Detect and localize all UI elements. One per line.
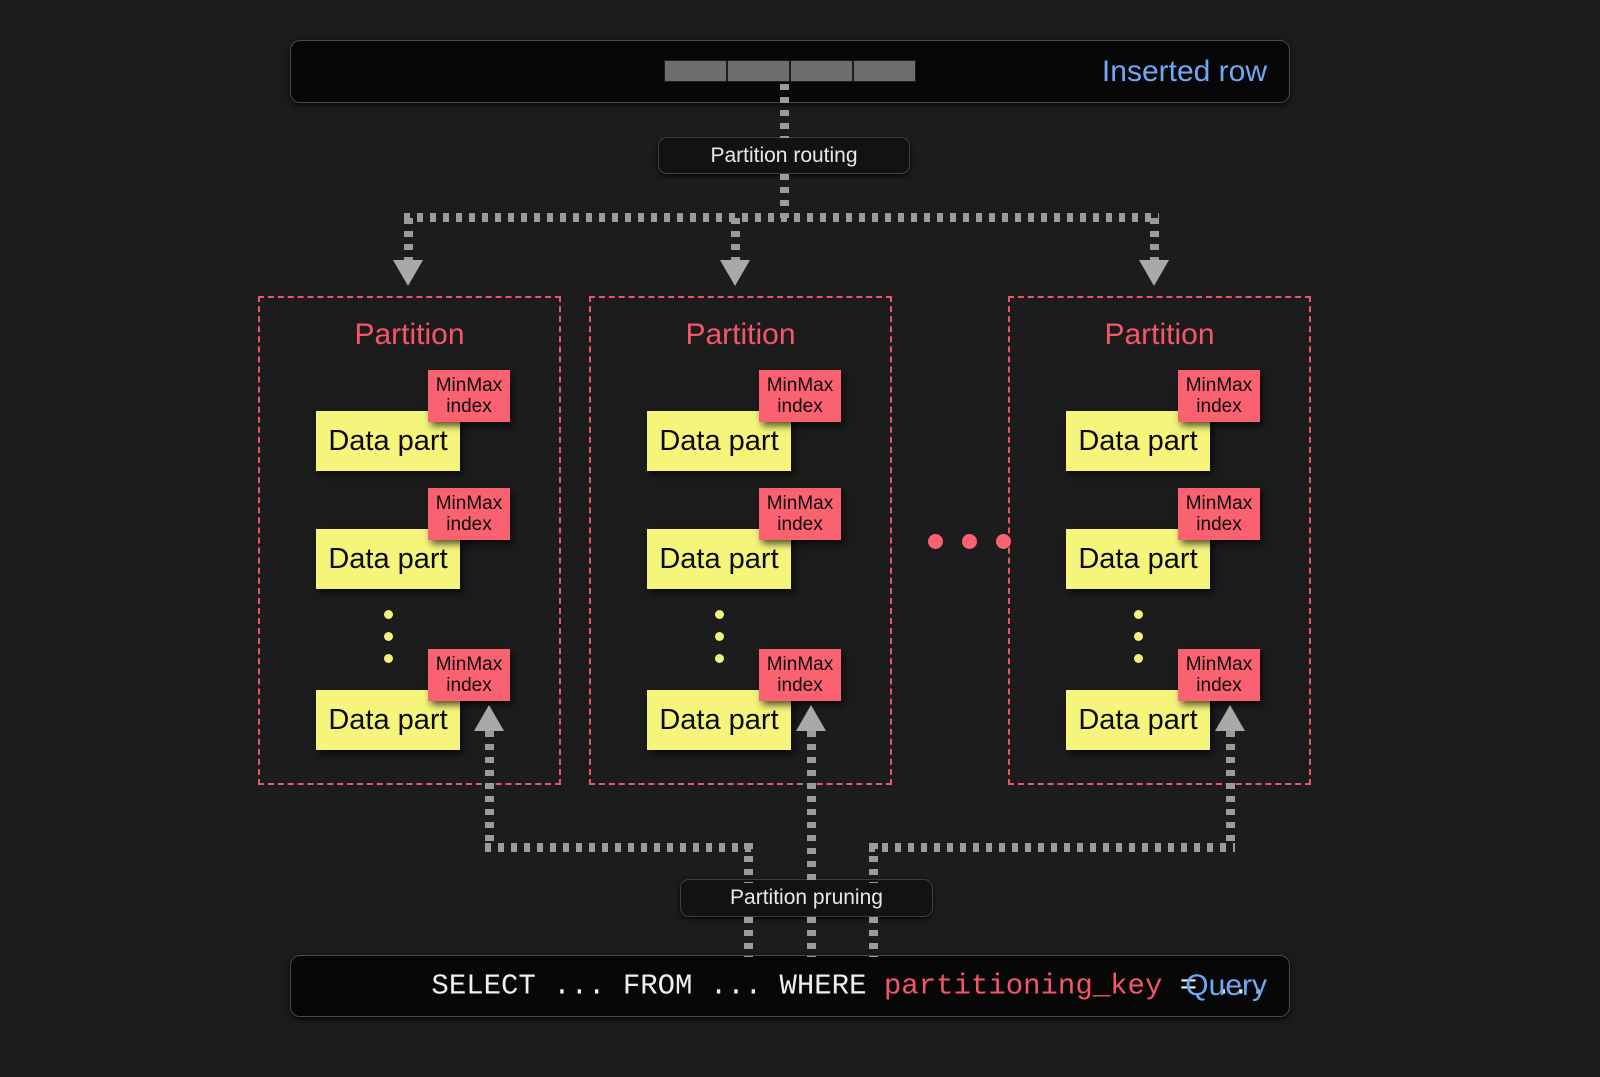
partitions-ellipsis xyxy=(928,534,1030,549)
connector-bus-to-partition-2 xyxy=(731,218,740,264)
minmax-line-2: index xyxy=(777,396,823,417)
arrow-from-partition-1 xyxy=(474,705,504,731)
minmax-line-2: index xyxy=(446,675,492,696)
arrow-into-partition-3 xyxy=(1139,260,1169,286)
connector-partition-1-up xyxy=(485,731,494,847)
query-sql-text: SELECT ... FROM ... WHERE partitioning_k… xyxy=(327,937,1267,1036)
query-partitioning-key: partitioning_key xyxy=(883,969,1163,1003)
minmax-line-2: index xyxy=(1196,396,1242,417)
partition-3: Partition MinMax index Data part MinMax … xyxy=(1008,296,1311,785)
connector-partition-3-up xyxy=(1226,731,1235,847)
minmax-line-2: index xyxy=(446,514,492,535)
query-code-prefix: SELECT ... FROM ... WHERE xyxy=(431,969,884,1003)
inserted-row-cell xyxy=(664,60,727,82)
arrow-from-partition-2 xyxy=(796,705,826,731)
partition-2-part-2-minmax-index: MinMax index xyxy=(759,488,841,540)
partition-3-part-3-datapart: Data part xyxy=(1066,690,1210,750)
partition-1-part-2-minmax-index: MinMax index xyxy=(428,488,510,540)
query-label: Query xyxy=(1185,969,1267,1002)
connector-partition-2-to-pruning xyxy=(807,731,816,883)
partition-3-title: Partition xyxy=(1104,318,1215,351)
connector-partition-3-to-pruning xyxy=(869,843,1235,852)
inserted-row-cell xyxy=(853,60,916,82)
partition-1-title: Partition xyxy=(354,318,465,351)
minmax-line-1: MinMax xyxy=(766,492,834,514)
partition-1: Partition MinMax index Data part MinMax … xyxy=(258,296,561,785)
arrow-into-partition-2 xyxy=(720,260,750,286)
minmax-line-2: index xyxy=(1196,675,1242,696)
partition-pruning-label: Partition pruning xyxy=(730,886,883,909)
partition-1-part-1-minmax-index: MinMax index xyxy=(428,370,510,422)
minmax-line-1: MinMax xyxy=(1185,492,1253,514)
inserted-row-panel: Inserted row xyxy=(290,40,1290,103)
inserted-row-cell xyxy=(790,60,853,82)
partition-2-part-1-minmax-index: MinMax index xyxy=(759,370,841,422)
minmax-line-1: MinMax xyxy=(1185,374,1253,396)
connector-pruning-to-query-2 xyxy=(807,917,816,957)
minmax-line-2: index xyxy=(1196,514,1242,535)
minmax-line-1: MinMax xyxy=(766,653,834,675)
partition-routing-box: Partition routing xyxy=(658,137,910,174)
connector-pruning-in-right xyxy=(869,843,878,883)
routing-bus-line xyxy=(404,213,1159,222)
inserted-row-cell xyxy=(727,60,790,82)
minmax-line-1: MinMax xyxy=(1185,653,1253,675)
partition-3-part-3-minmax-index: MinMax index xyxy=(1178,649,1260,701)
partition-1-part-3-minmax-index: MinMax index xyxy=(428,649,510,701)
partition-1-parts-ellipsis xyxy=(384,610,393,676)
partition-routing-label: Partition routing xyxy=(710,143,858,167)
partition-3-part-2-minmax-index: MinMax index xyxy=(1178,488,1260,540)
connector-bus-to-partition-1 xyxy=(404,218,413,264)
connector-bus-to-partition-3 xyxy=(1150,218,1159,264)
partition-2-parts-ellipsis xyxy=(715,610,724,676)
partition-1-part-3-datapart: Data part xyxy=(316,690,460,750)
partition-3-part-1-minmax-index: MinMax index xyxy=(1178,370,1260,422)
minmax-line-1: MinMax xyxy=(766,374,834,396)
connector-pruning-to-query-3 xyxy=(869,917,878,957)
connector-row-to-routing xyxy=(780,84,789,138)
connector-routing-to-bus xyxy=(780,174,789,218)
minmax-line-1: MinMax xyxy=(435,374,503,396)
query-panel: SELECT ... FROM ... WHERE partitioning_k… xyxy=(290,955,1290,1017)
arrow-into-partition-1 xyxy=(393,260,423,286)
partition-3-part-2-datapart: Data part xyxy=(1066,529,1210,589)
partition-3-parts-ellipsis xyxy=(1134,610,1143,676)
inserted-row-cells xyxy=(664,60,916,82)
minmax-line-1: MinMax xyxy=(435,653,503,675)
minmax-line-2: index xyxy=(777,514,823,535)
minmax-line-2: index xyxy=(446,396,492,417)
connector-pruning-to-query-1 xyxy=(744,917,753,957)
partition-1-part-2-datapart: Data part xyxy=(316,529,460,589)
query-code-suffix: = ... xyxy=(1162,969,1267,1003)
connector-partition-1-to-pruning xyxy=(485,843,752,852)
partition-2-title: Partition xyxy=(685,318,796,351)
partition-2: Partition MinMax index Data part MinMax … xyxy=(589,296,892,785)
partition-2-part-3-minmax-index: MinMax index xyxy=(759,649,841,701)
minmax-line-2: index xyxy=(777,675,823,696)
partition-pruning-box: Partition pruning xyxy=(680,879,933,917)
inserted-row-label: Inserted row xyxy=(1101,54,1267,88)
arrow-from-partition-3 xyxy=(1215,705,1245,731)
connector-pruning-in-left xyxy=(744,843,753,883)
minmax-line-1: MinMax xyxy=(435,492,503,514)
